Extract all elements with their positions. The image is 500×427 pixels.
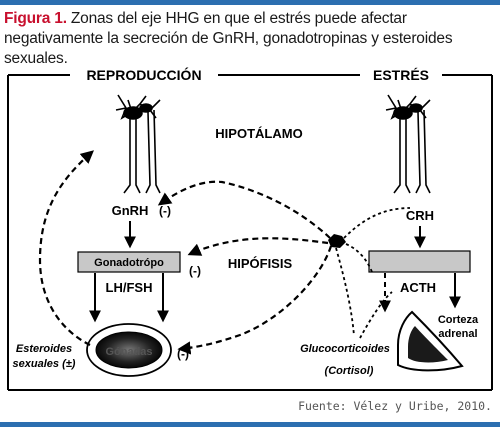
hypothalamus-label: HIPOTÁLAMO — [215, 126, 302, 141]
hpg-axis-diagram: REPRODUCCIÓN ESTRÉS HIPOTÁLAMO GnRH (-) … — [7, 66, 493, 391]
figure-label: Figura 1. — [4, 10, 67, 27]
corticotrope-box — [368, 250, 471, 273]
pituitary-label: HIPÓFISIS — [228, 256, 293, 271]
hub-from-crh-dash — [343, 207, 411, 239]
gnrh-label: GnRH — [112, 203, 149, 218]
gonadotrope-box — [77, 251, 181, 273]
gonads-icon — [95, 331, 163, 369]
bottom-accent-bar — [0, 422, 500, 427]
gonads-label: Gónadas — [105, 346, 152, 358]
sex-steroids-label-2: sexuales (±) — [13, 358, 76, 370]
hub-from-cortisol-dash — [335, 247, 355, 337]
lhfsh-label: LH/FSH — [106, 280, 153, 295]
gonadotrope-label: Gonadotrópo — [94, 257, 164, 269]
crh-neuron-icon — [385, 94, 431, 194]
hub-to-gnrh-arrow — [157, 180, 331, 239]
gonadotrope-inhibition-label: (-) — [189, 264, 201, 278]
adrenal-medulla-icon — [408, 326, 448, 363]
hub-from-acth-dash — [345, 243, 373, 273]
acth-label: ACTH — [400, 280, 436, 295]
gnrh-neuron-icon — [115, 94, 161, 194]
figure-caption: Figura 1. Zonas del eje HHG en que el es… — [4, 9, 494, 69]
caption-text: Zonas del eje HHG en que el estrés puede… — [4, 10, 453, 67]
cortisol-label: (Cortisol) — [325, 365, 374, 377]
hub-to-gonadotrope-arrow — [187, 237, 329, 256]
cortex-label-2: adrenal — [438, 328, 477, 340]
top-accent-bar — [0, 0, 500, 5]
crh-label: CRH — [406, 208, 434, 223]
source-citation: Fuente: Vélez y Uribe, 2010. — [298, 399, 492, 413]
steroid-feedback-arrow — [38, 150, 94, 346]
reproduction-header: REPRODUCCIÓN — [86, 66, 201, 83]
cortex-label-1: Corteza — [438, 314, 479, 326]
stress-header: ESTRÉS — [373, 67, 429, 83]
cortisol-to-hub-dash — [359, 291, 393, 339]
sex-steroids-label-1: Esteroides — [16, 343, 72, 355]
gnrh-inhibition-label: (-) — [159, 204, 171, 218]
outer-frame — [7, 74, 493, 391]
stress-hub-icon — [328, 234, 346, 248]
glucocorticoids-label: Glucocorticoides — [300, 343, 390, 355]
